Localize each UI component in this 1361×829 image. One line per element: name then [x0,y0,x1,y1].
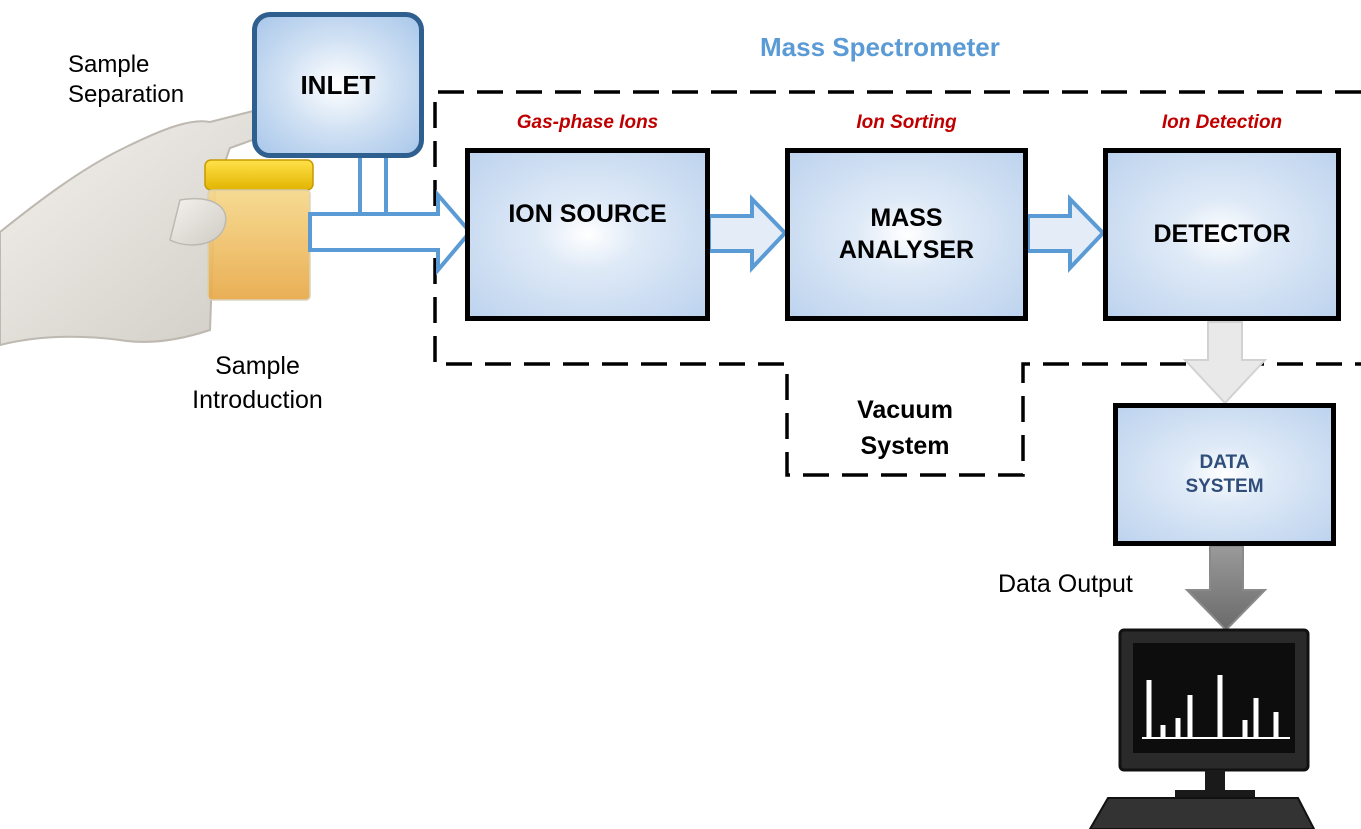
detector-label: DETECTOR [1153,219,1291,248]
ion-source-label: ION SOURCE [508,199,667,228]
stage-caption-ion-detection: Ion Detection [1161,112,1283,133]
arrow-analyser-to-detector [1026,194,1106,274]
sample-separation-label: Sample Separation [68,51,185,108]
mass-analyser-label: MASS ANALYSER [838,204,975,264]
stage-caption-gas-phase-ions: Gas-phase Ions [516,112,659,133]
inlet-flow-arrow [308,158,473,276]
hand-sample-jar-image [0,106,314,347]
inlet-label: INLET [300,69,376,100]
computer-image [1088,628,1316,829]
arrow-data-output [1184,545,1268,632]
data-system-label: DATA SYSTEM [1185,451,1264,497]
arrow-ion-source-to-analyser [707,194,788,274]
spectrum-icon [1142,675,1290,739]
diagram-title: Mass Spectrometer [760,32,1000,62]
ion-source-box: ION SOURCE [465,148,710,321]
data-system-box: DATA SYSTEM [1113,403,1336,546]
vacuum-system-outline [433,90,1361,477]
mass-analyser-box: MASS ANALYSER [785,148,1028,321]
stage-caption-ion-sorting: Ion Sorting [856,112,957,133]
detector-box: DETECTOR [1103,148,1341,321]
data-output-label: Data Output [998,570,1133,598]
vacuum-system-label: Vacuum System [857,396,953,461]
sample-introduction-label: Sample Introduction [192,352,323,414]
inlet-box: INLET [252,12,424,158]
arrow-detector-to-data-system [1182,321,1268,405]
